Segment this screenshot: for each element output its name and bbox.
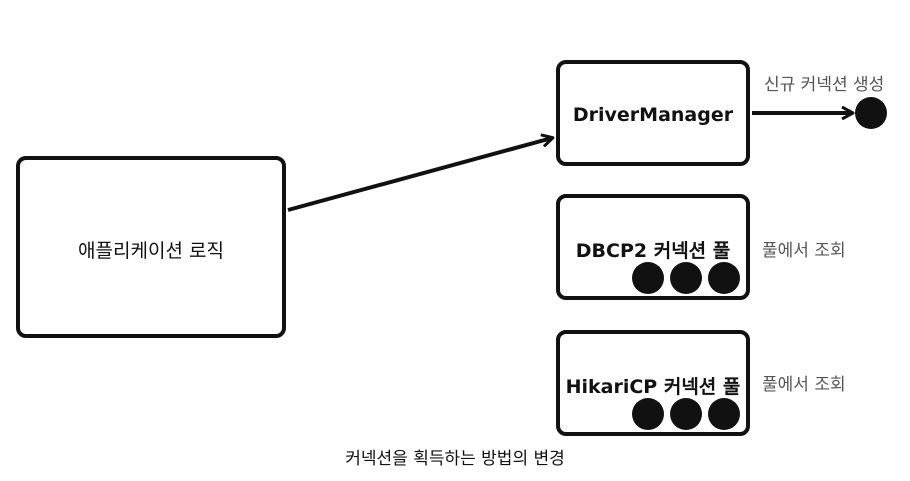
- hikaricp-lookup-note: 풀에서 조회: [762, 375, 846, 395]
- drivermanager-box: DriverManager: [556, 60, 750, 166]
- pooled-connection-icon: [670, 262, 702, 294]
- application-logic-box: 애플리케이션 로직: [16, 156, 286, 338]
- app-to-drivermanager-arrow: [287, 138, 552, 212]
- new-connection-note: 신규 커넥션 생성: [764, 75, 885, 95]
- application-logic-label: 애플리케이션 로직: [78, 240, 224, 262]
- hikaricp-pool-label: HikariCP 커넥션 풀: [565, 376, 741, 398]
- dbcp2-lookup-note: 풀에서 조회: [762, 241, 846, 261]
- dbcp2-pool-label: DBCP2 커넥션 풀: [575, 240, 731, 262]
- pooled-connection-icon: [632, 262, 664, 294]
- pooled-connection-icon: [708, 262, 740, 294]
- pooled-connection-icon: [670, 398, 702, 430]
- new-connection-icon: [855, 97, 887, 129]
- pooled-connection-icon: [708, 398, 740, 430]
- hikaricp-pool-box: HikariCP 커넥션 풀: [556, 330, 750, 436]
- pooled-connection-icon: [632, 398, 664, 430]
- drivermanager-label: DriverManager: [572, 104, 734, 126]
- diagram-caption: 커넥션을 획득하는 방법의 변경: [345, 449, 565, 469]
- dbcp2-pool-box: DBCP2 커넥션 풀: [556, 194, 750, 300]
